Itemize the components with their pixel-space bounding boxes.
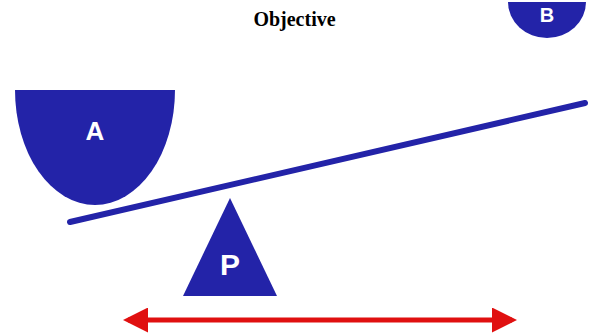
title: Objective [0, 8, 589, 31]
part-letter: B [508, 2, 586, 25]
fulcrum-triangle: P [183, 198, 277, 296]
fulcrum-triangle-outline [183, 198, 277, 296]
part-letter: P [183, 198, 277, 280]
pan-bowl: A [15, 90, 175, 205]
part-letter: A [15, 90, 175, 144]
pan-bowl-outline [15, 90, 175, 205]
pan-bowl: B [508, 2, 586, 38]
double-arrow [128, 318, 512, 323]
